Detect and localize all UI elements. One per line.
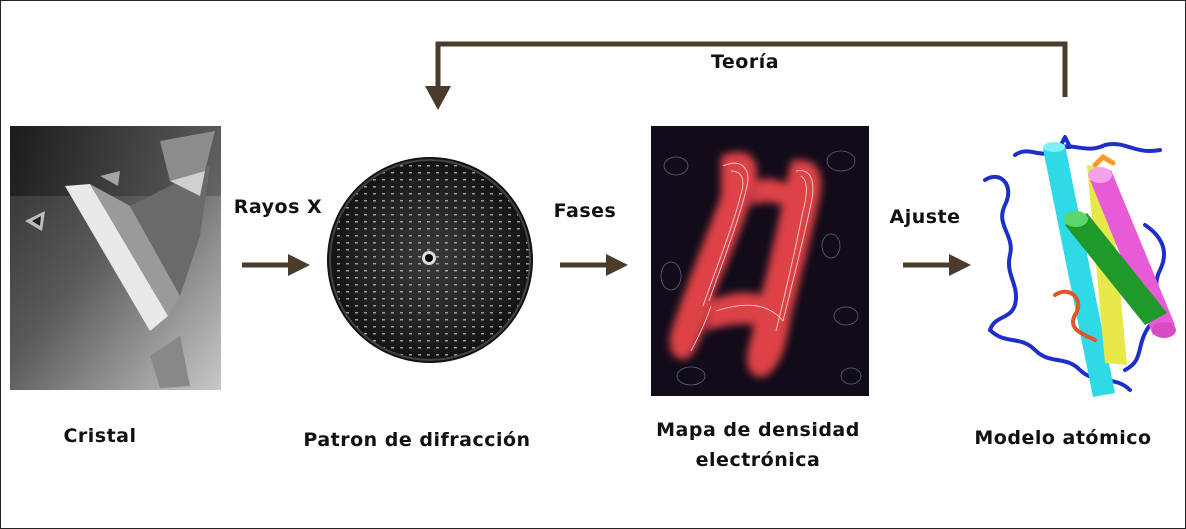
fit-label: Ajuste [889,206,961,228]
phases-label: Fases [553,200,617,222]
fit-arrow [903,254,971,276]
xray-arrow [242,254,310,276]
diffraction-caption: Patron de difracción [303,429,531,451]
diffraction-image [325,155,535,365]
model-caption: Modelo atómico [974,427,1152,449]
crystal-image [10,126,221,390]
density-map-image [651,126,869,396]
theory-label: Teoría [710,51,780,73]
xray-label: Rayos X [233,196,323,218]
density-caption-line2: electrónica [695,449,821,471]
phases-arrow [560,254,628,276]
crystal-caption: Cristal [63,425,137,447]
density-caption-line1: Mapa de densidad [656,419,860,441]
atomic-model-image [975,135,1180,400]
